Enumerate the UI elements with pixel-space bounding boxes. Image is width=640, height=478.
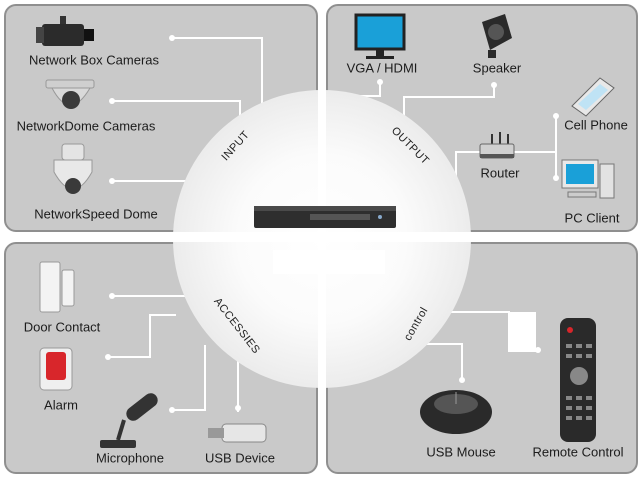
speaker-icon <box>482 14 512 58</box>
microphone-icon <box>100 393 158 448</box>
pc-icon <box>561 159 615 199</box>
pc-client-label: PC Client <box>564 210 620 226</box>
remote-control-label: Remote Control <box>532 444 624 460</box>
usb-mouse-label: USB Mouse <box>426 444 496 460</box>
door-contact-label: Door Contact <box>23 319 101 335</box>
usb-device-label: USB Device <box>204 450 276 466</box>
remote-control-icon <box>560 318 596 442</box>
speed-dome-label: NetworkSpeed Dome <box>34 206 158 222</box>
monitor-icon <box>354 13 406 59</box>
cell-phone-label: Cell Phone <box>564 117 628 133</box>
usb-drive-icon <box>208 423 267 443</box>
router-icon <box>479 132 515 159</box>
recorder-label-plate <box>273 250 385 274</box>
quadrant-divider-horizontal <box>0 232 640 242</box>
accessory-card <box>508 312 536 352</box>
router-label: Router <box>480 165 520 181</box>
nvr-recorder-icon <box>254 206 396 228</box>
door-contact-icon <box>39 261 75 313</box>
vga-hdmi-label: VGA / HDMI <box>346 60 418 76</box>
box-camera-icon <box>36 16 94 46</box>
cell-phone-icon <box>571 77 615 117</box>
alarm-siren-icon <box>39 347 73 391</box>
speaker-label: Speaker <box>472 60 522 76</box>
mouse-icon <box>420 390 492 434</box>
microphone-label: Microphone <box>96 450 164 466</box>
box-camera-label: Network Box Cameras <box>28 52 160 68</box>
dome-camera-icon <box>45 79 95 109</box>
alarm-label: Alarm <box>44 397 78 413</box>
speed-dome-icon <box>53 143 93 194</box>
dome-camera-label: NetworkDome Cameras <box>16 118 156 134</box>
